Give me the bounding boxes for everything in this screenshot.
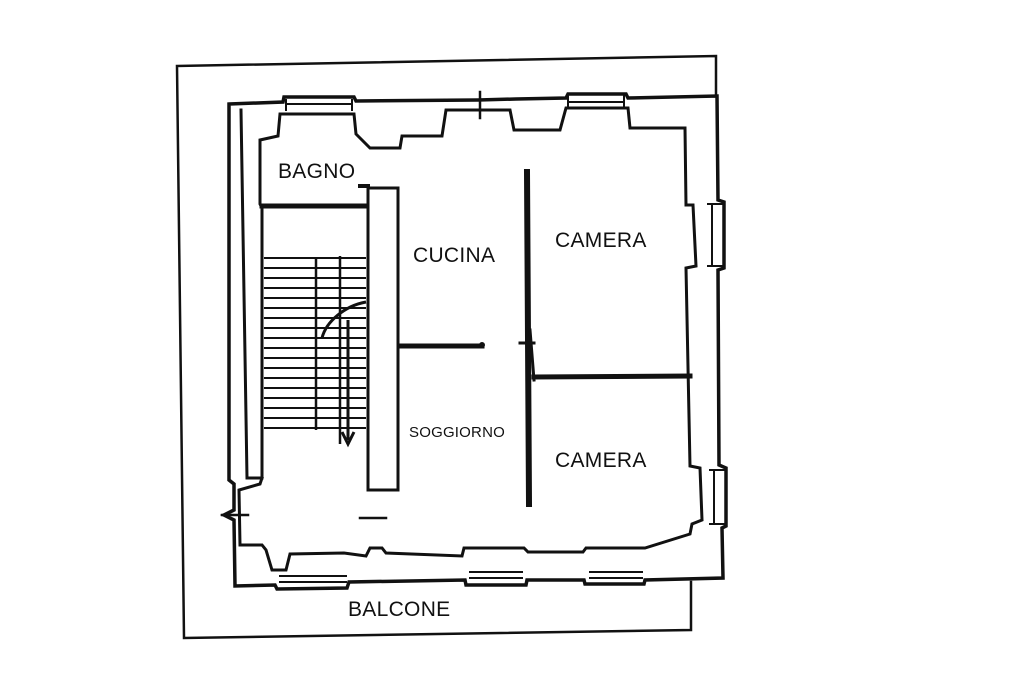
bedroom-wall-vertical — [523, 168, 533, 508]
room-label-balcone: BALCONE — [348, 598, 451, 621]
bedroom-wall-horizontal — [531, 373, 693, 380]
stair-core-wall — [366, 186, 400, 492]
room-label-bagno: BAGNO — [278, 160, 356, 183]
room-label-cucina: CUCINA — [413, 244, 496, 267]
window-bottom-3 — [589, 571, 643, 579]
stair-direction-arrow-icon — [320, 300, 367, 448]
staircase — [264, 256, 367, 448]
window-bottom-1 — [279, 575, 347, 583]
window-top-right — [567, 95, 625, 109]
room-label-camera-top: CAMERA — [555, 229, 647, 252]
door-swing-mark — [518, 328, 536, 382]
room-label-soggiorno: SOGGIORNO — [409, 424, 505, 441]
balcony-boundary — [175, 54, 718, 640]
stair-stringers — [314, 256, 342, 444]
window-right-bottom — [709, 469, 725, 525]
inner-wall — [237, 106, 704, 572]
outer-wall — [220, 92, 728, 591]
room-label-camera-bottom: CAMERA — [555, 449, 647, 472]
window-bottom-2 — [469, 571, 523, 579]
kitchen-partition-end — [479, 342, 485, 348]
window-right-top — [707, 203, 723, 267]
window-top-left — [285, 99, 353, 111]
